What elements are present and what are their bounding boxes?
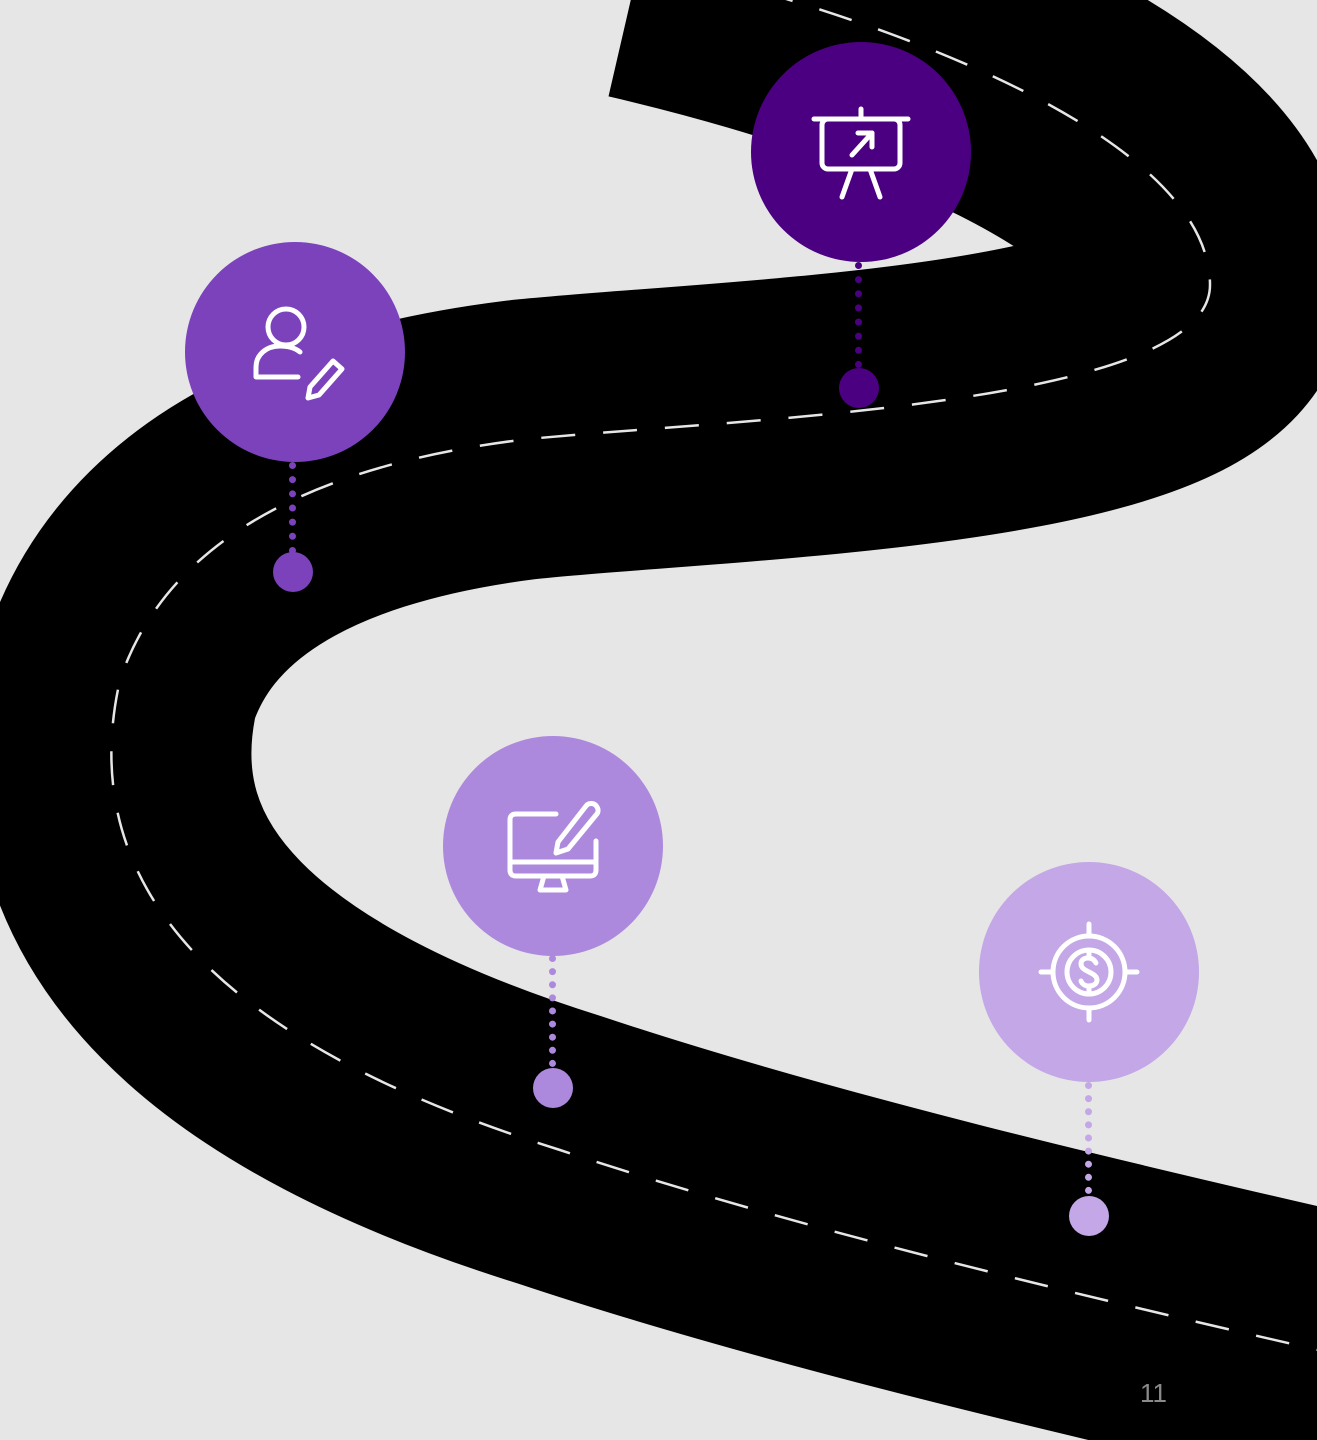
page-number: 11 <box>1140 1378 1167 1408</box>
stage-4-marker <box>1069 1196 1109 1236</box>
user-edit-icon <box>253 306 345 401</box>
stage-3-marker <box>533 1068 573 1108</box>
stage-2-marker <box>839 368 879 408</box>
stage-3-badge <box>443 736 663 956</box>
stage-3-connector <box>549 955 556 1067</box>
stage-2-badge <box>751 42 971 262</box>
stage-4-connector <box>1085 1082 1092 1194</box>
dollar-target-icon <box>1038 921 1140 1023</box>
stage-1-badge <box>185 242 405 462</box>
presentation-chart-icon <box>811 106 911 200</box>
stage-1-connector <box>289 462 296 554</box>
stage-4-badge <box>979 862 1199 1082</box>
stage-2-connector <box>855 262 862 368</box>
monitor-edit-icon <box>507 801 601 893</box>
stage-1-marker <box>273 552 313 592</box>
